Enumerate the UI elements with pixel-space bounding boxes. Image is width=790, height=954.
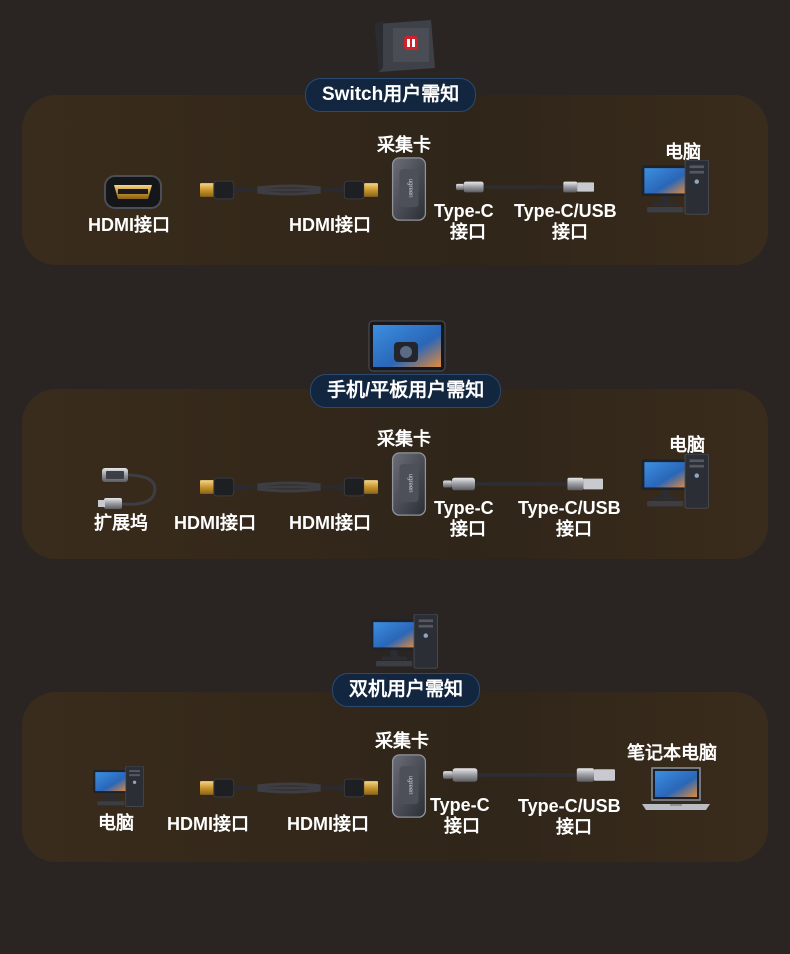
hdmi-cable (200, 776, 378, 800)
label-hdmi-cable: HDMI接口 (289, 215, 371, 235)
label-target: 电脑 (665, 142, 701, 162)
switch-dock-icon (371, 18, 439, 74)
label-hdmi-cable: HDMI接口 (289, 513, 371, 533)
label-usb-1: Type-C/USB (518, 796, 621, 816)
section-phone-tablet: 手机/平板用户需知 扩展坞 HDMI接口 HDMI接口 采集卡 Type-C 接… (0, 300, 790, 570)
label-usb-2: 接口 (556, 519, 592, 539)
label-capture-card: 采集卡 (375, 731, 429, 751)
capture-card (389, 754, 429, 818)
usb-cable (443, 472, 603, 496)
label-target-laptop: 笔记本电脑 (627, 743, 717, 763)
section-switch: Switch用户需知 HDMI接口 HDMI接口 采集卡 Type-C 接口 T… (0, 0, 790, 270)
usb-cable (456, 176, 594, 198)
usb-cable (443, 763, 615, 787)
hdmi-cable (200, 475, 378, 499)
laptop-icon (640, 766, 712, 812)
section-title: 双机用户需知 (332, 673, 481, 707)
desktop-pc-icon (636, 160, 716, 216)
label-usb-2: 接口 (556, 817, 592, 837)
label-usb-2: 接口 (552, 222, 588, 242)
hdmi-cable (200, 178, 378, 202)
section-title: 手机/平板用户需知 (310, 374, 502, 408)
section-title: Switch用户需知 (305, 78, 477, 112)
label-dock: 扩展坞 (94, 513, 148, 533)
label-typec-2: 接口 (444, 816, 480, 836)
dock-adapter-icon (96, 466, 162, 512)
label-usb-1: Type-C/USB (518, 498, 621, 518)
label-typec-1: Type-C (434, 201, 494, 221)
label-typec-2: 接口 (450, 222, 486, 242)
capture-card (389, 452, 429, 516)
label-capture-card: 采集卡 (377, 429, 431, 449)
label-usb-1: Type-C/USB (514, 201, 617, 221)
desktop-pc-icon (362, 614, 448, 670)
label-typec-1: Type-C (434, 498, 494, 518)
desktop-pc-icon (86, 766, 152, 808)
label-capture-card: 采集卡 (377, 135, 431, 155)
section-dual-pc: 双机用户需知 电脑 HDMI接口 HDMI接口 采集卡 Type-C 接口 Ty… (0, 600, 790, 870)
capture-card (389, 157, 429, 221)
label-hdmi-source: HDMI接口 (88, 215, 170, 235)
hdmi-port-icon (104, 175, 162, 209)
label-typec-2: 接口 (450, 519, 486, 539)
label-source-pc: 电脑 (98, 813, 134, 833)
label-hdmi-cable: HDMI接口 (287, 814, 369, 834)
label-target: 电脑 (669, 435, 705, 455)
label-hdmi-left: HDMI接口 (167, 814, 249, 834)
label-hdmi-left: HDMI接口 (174, 513, 256, 533)
tablet-icon (368, 320, 446, 372)
desktop-pc-icon (636, 454, 716, 510)
label-typec-1: Type-C (430, 795, 490, 815)
